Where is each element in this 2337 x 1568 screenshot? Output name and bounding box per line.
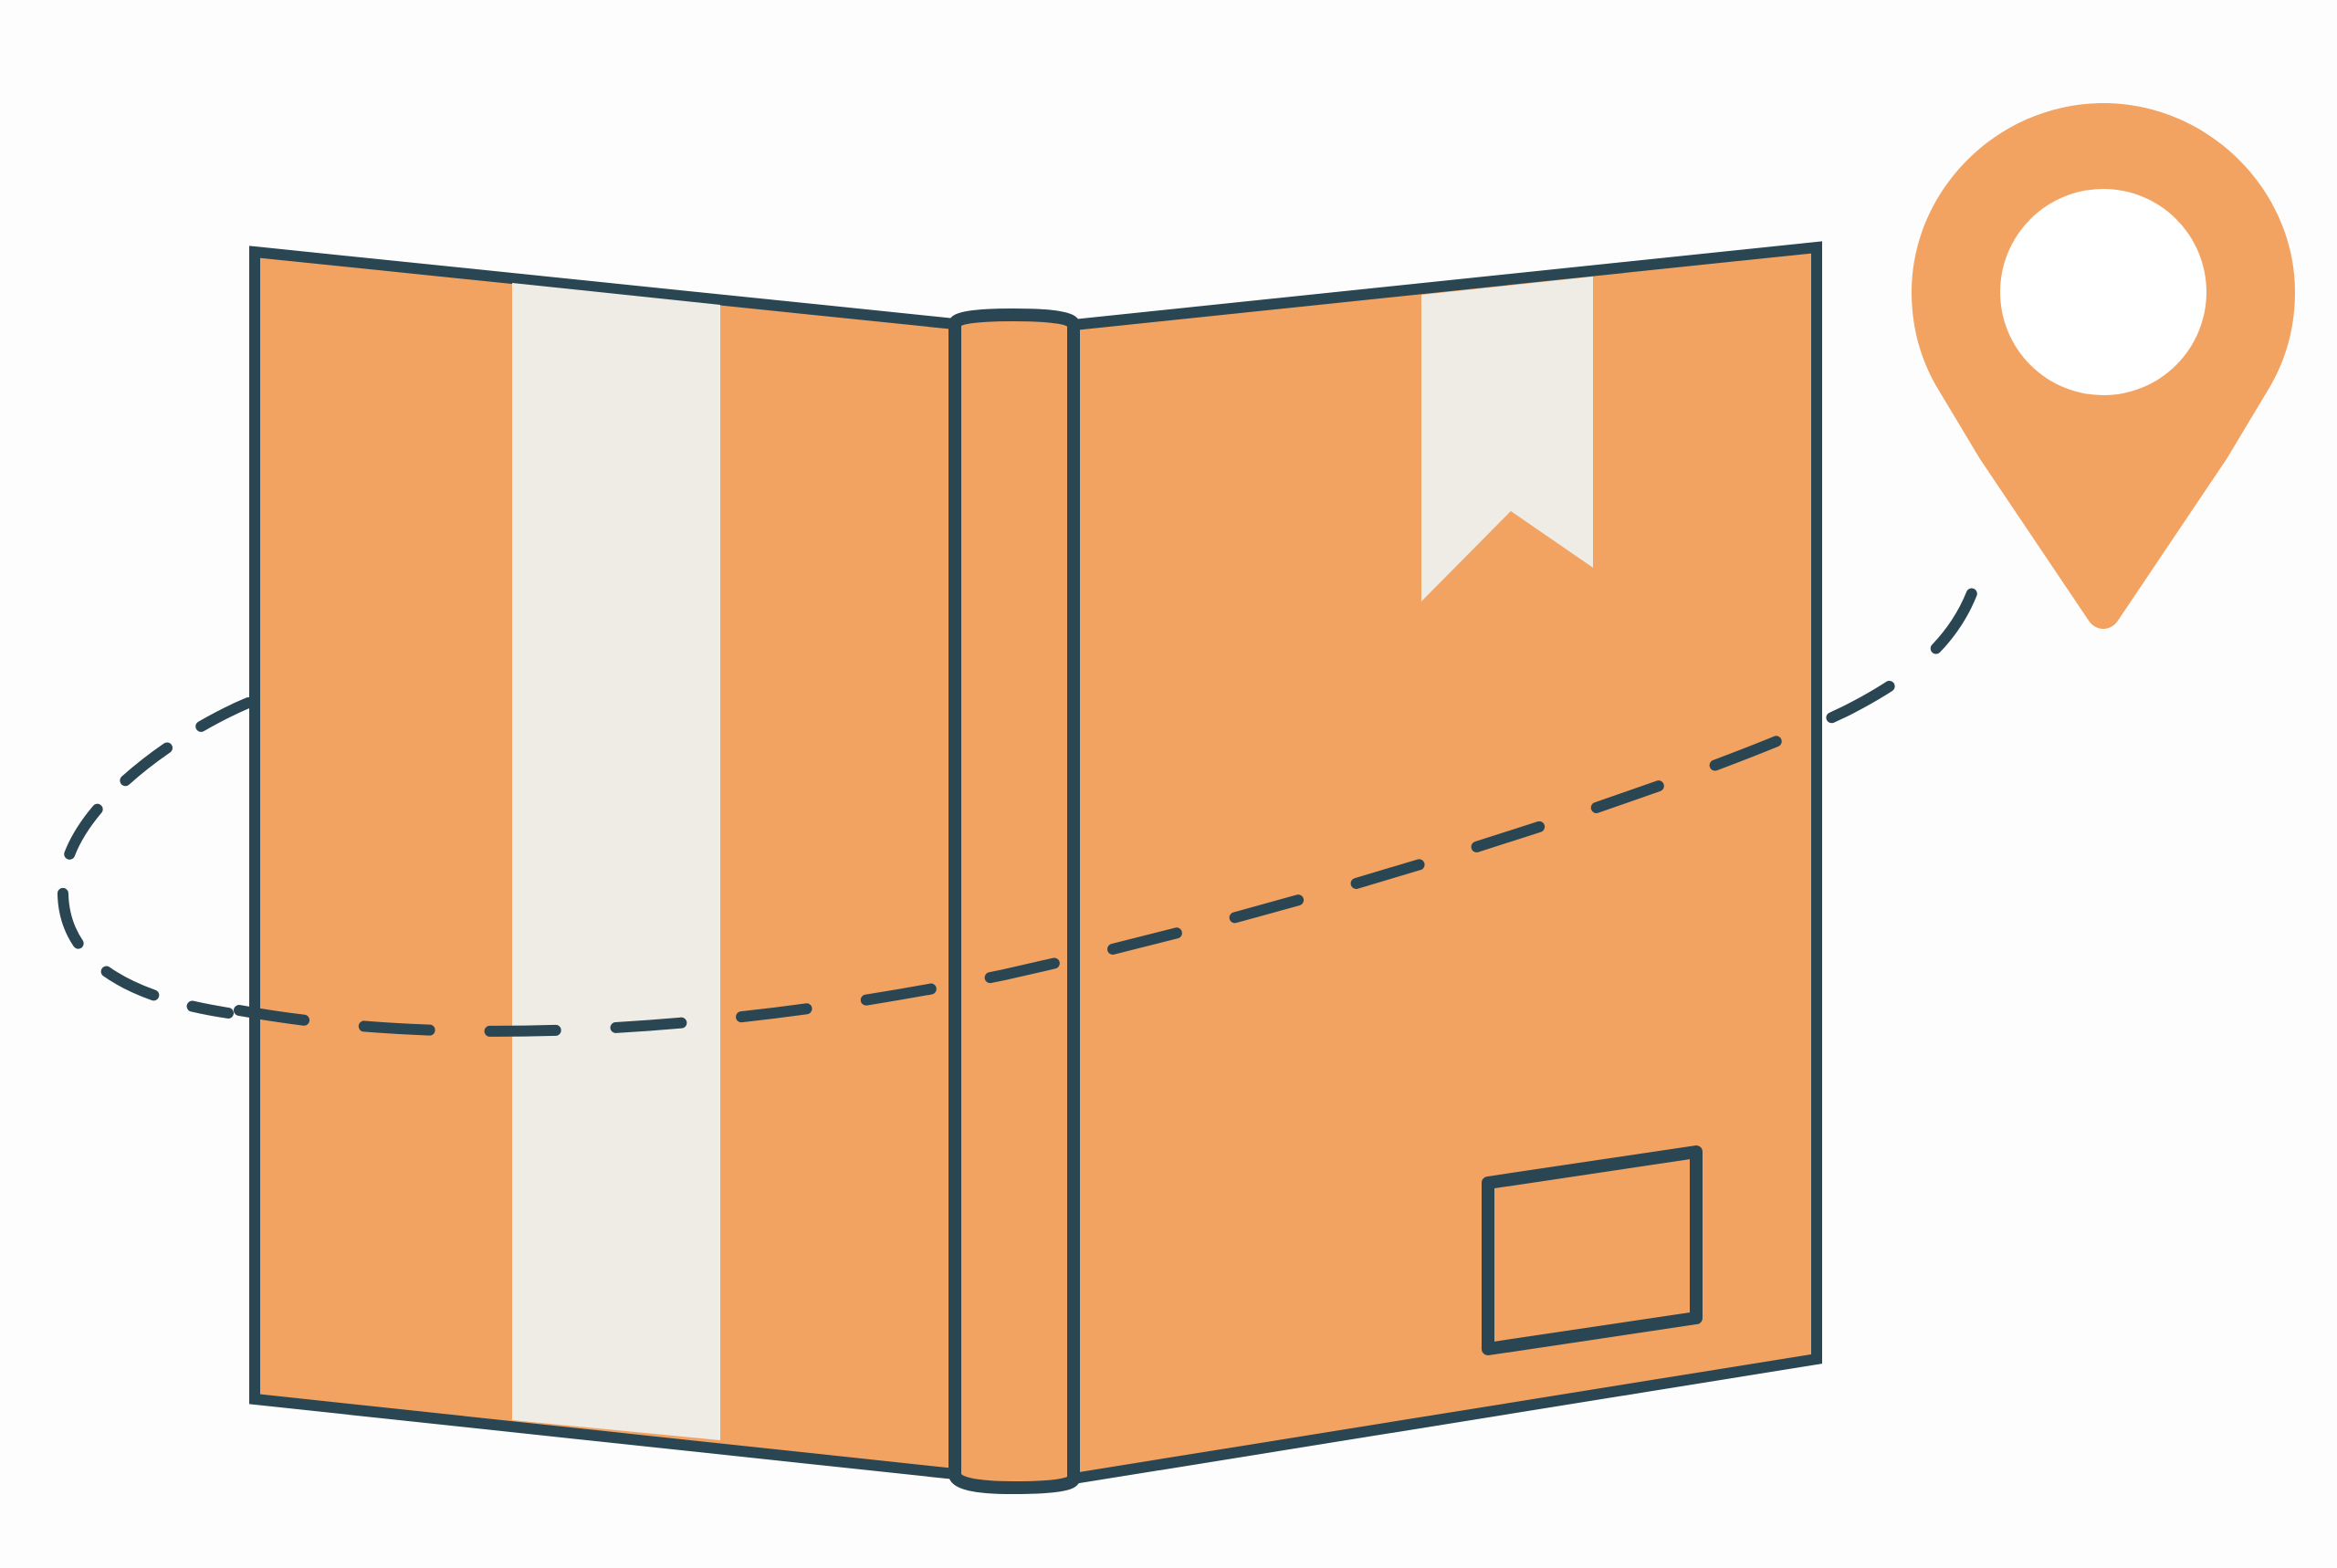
tape-stripe bbox=[512, 283, 720, 1440]
shipping-label-icon bbox=[1482, 1145, 1703, 1355]
box-spine bbox=[948, 308, 1080, 1494]
bookmark-tab-icon bbox=[1421, 277, 1593, 601]
dashed-route-back-icon bbox=[57, 697, 254, 1019]
dashed-route-front-icon bbox=[234, 588, 1977, 1037]
location-pin-icon bbox=[1912, 103, 2295, 629]
parcel-box-icon bbox=[249, 241, 1822, 1494]
location-pin-hole bbox=[2000, 189, 2206, 395]
